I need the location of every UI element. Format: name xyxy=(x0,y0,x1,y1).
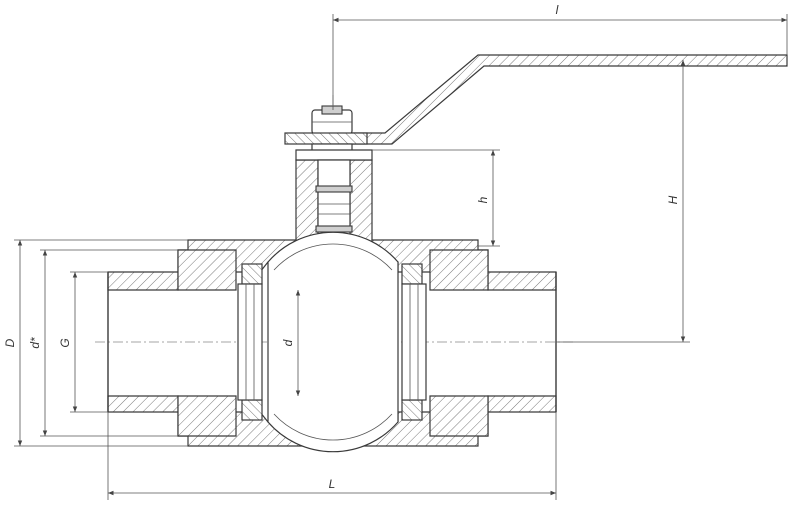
seat-right xyxy=(401,263,427,421)
left-pipe xyxy=(107,249,237,437)
dimension-label-L: L xyxy=(329,477,336,491)
dimension-label-d-star: d* xyxy=(28,337,42,349)
right-pipe xyxy=(429,249,557,437)
dimension-lines xyxy=(14,14,788,500)
ball xyxy=(267,231,399,453)
dimension-label-D: D xyxy=(3,338,17,347)
dimension-label-H: H xyxy=(666,195,680,204)
seat-left xyxy=(237,263,263,421)
dimension-label-d: d xyxy=(281,339,295,346)
dimension-label-l: l xyxy=(556,3,559,17)
dimension-label-G: G xyxy=(58,338,72,347)
dimension-label-h: h xyxy=(476,196,490,203)
stem-nut xyxy=(284,105,368,155)
lever-handle xyxy=(349,54,788,145)
